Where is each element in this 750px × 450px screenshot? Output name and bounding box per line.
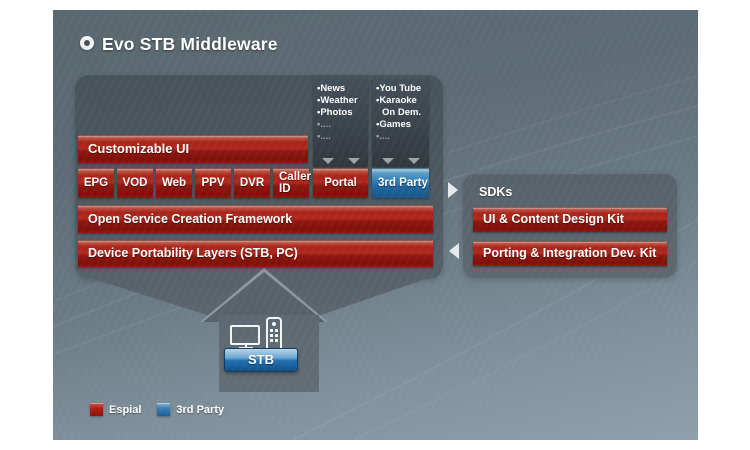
list-item: •Karaoke (376, 95, 417, 106)
list-item: •.... (317, 131, 331, 142)
legend-swatch-3rd-party (157, 403, 171, 416)
sdk-panel-title: SDKs (479, 185, 513, 199)
arrow-left-icon (449, 243, 459, 259)
chevron-down-icon (381, 158, 394, 164)
ui-content-design-kit-bar: UI & Content Design Kit (473, 207, 667, 232)
open-service-creation-framework-bar: Open Service Creation Framework (78, 205, 433, 233)
module-3rd-party: 3rd Party (372, 168, 429, 198)
portal-services-column: •News •Weather •Photos •.... •.... (313, 79, 368, 167)
remote-icon (266, 317, 282, 351)
list-item: •Weather (317, 95, 358, 106)
chevron-down-icon (407, 158, 420, 164)
list-item: •Games (376, 119, 412, 130)
list-item: •.... (317, 119, 331, 130)
module-web: Web (156, 168, 192, 198)
scroll-down-icons (372, 158, 429, 164)
scroll-down-icons (313, 158, 368, 164)
page-title: Evo STB Middleware (102, 34, 278, 54)
list-item: •Photos (317, 107, 353, 118)
module-portal: Portal (313, 168, 368, 198)
third-party-services-column: •You Tube •Karaoke On Dem. •Games •.... (372, 79, 429, 167)
arrow-right-icon (448, 182, 458, 198)
sdk-panel: SDKs UI & Content Design Kit Porting & I… (463, 173, 677, 278)
module-dvr: DVR (234, 168, 270, 198)
slide-canvas: Evo STB Middleware STB Customizable UI (53, 10, 698, 440)
legend-label-3rd-party: 3rd Party (176, 403, 225, 416)
module-caller-id: Caller ID (273, 168, 311, 198)
module-ppv: PPV (195, 168, 231, 198)
list-item: •News (317, 83, 346, 94)
module-epg: EPG (78, 168, 114, 198)
list-item: •.... (376, 131, 390, 142)
list-item: •You Tube (376, 83, 422, 94)
customizable-ui-bar: Customizable UI (78, 135, 308, 163)
chevron-down-icon (347, 158, 360, 164)
module-vod: VOD (117, 168, 153, 198)
legend-swatch-espial (90, 403, 103, 416)
porting-integration-dev-kit-bar: Porting & Integration Dev. Kit (473, 241, 667, 266)
legend: Espial 3rd Party (90, 403, 224, 416)
device-portability-layers-bar: Device Portability Layers (STB, PC) (78, 240, 433, 267)
tv-icon (230, 325, 260, 349)
list-item: On Dem. (382, 107, 422, 118)
legend-label-espial: Espial (109, 403, 142, 416)
title-bullet-icon (80, 36, 94, 50)
chevron-down-icon (321, 158, 334, 164)
stb-badge: STB (224, 348, 298, 372)
